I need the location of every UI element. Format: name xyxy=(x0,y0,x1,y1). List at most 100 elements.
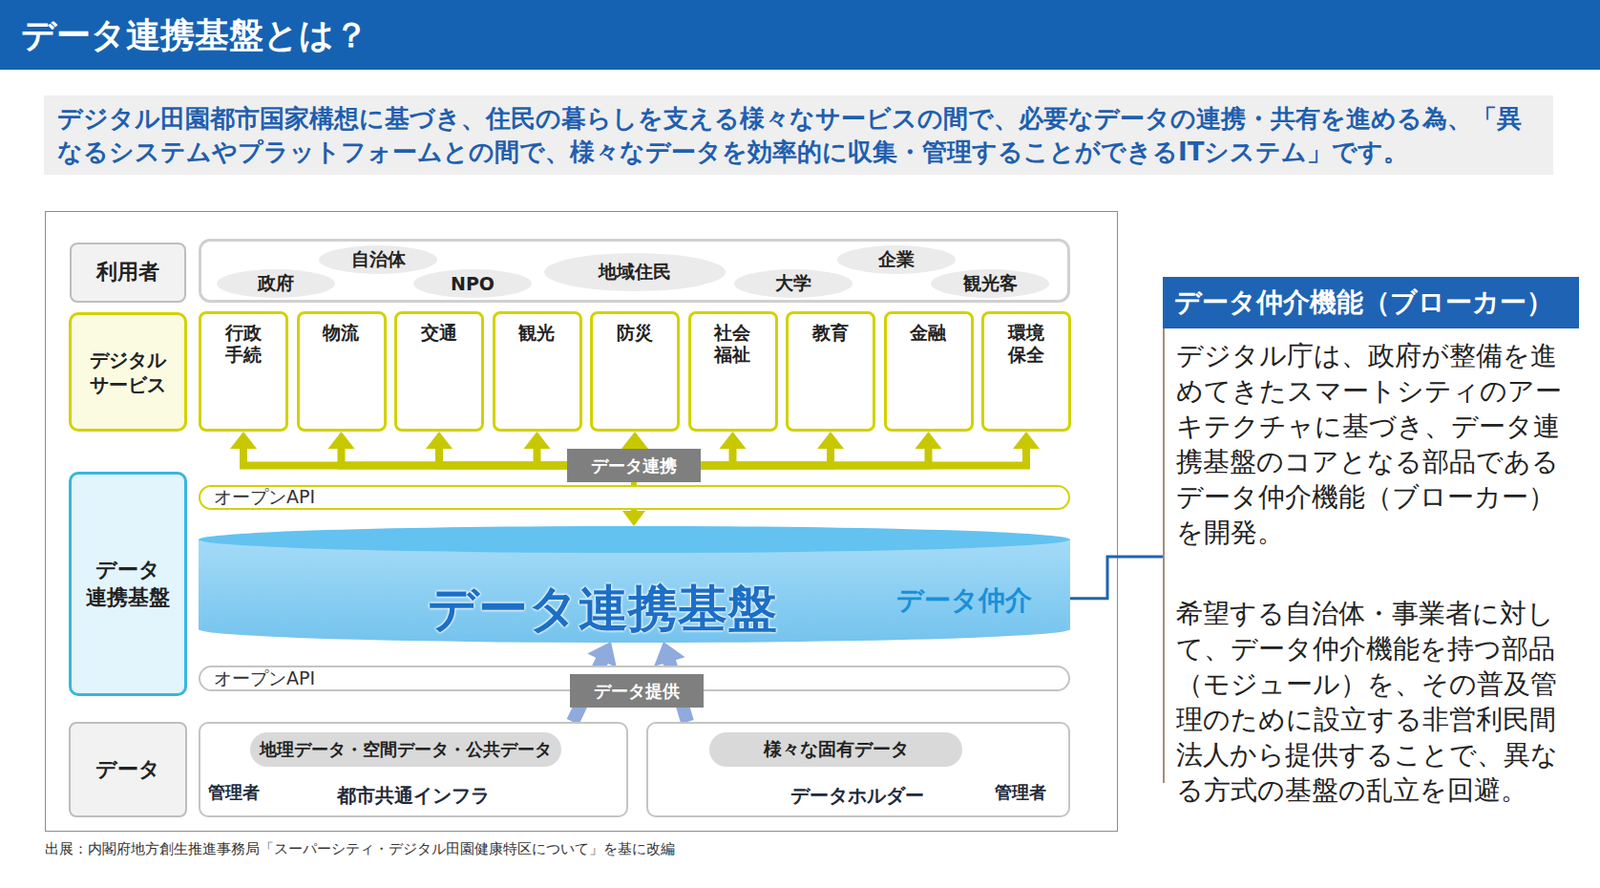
callout-box: データ仲介機能（ブローカー） デジタル庁は、政府が整備を進めてきたスマートシティの… xyxy=(1162,276,1579,783)
arrow-head xyxy=(230,431,257,449)
connector xyxy=(700,431,844,466)
callout-heading: データ仲介機能（ブローカー） xyxy=(1162,276,1579,329)
connector xyxy=(700,431,747,466)
node-text: 希望する自治体・事業者に対して、データ仲介機能を持つ部品（モジュール）を、その普… xyxy=(1176,595,1566,808)
arrow-head xyxy=(621,431,649,449)
title-bar: データ連携基盤とは？ xyxy=(0,0,1600,70)
service-box: 交通 xyxy=(394,311,485,432)
user-ellipse: NPO xyxy=(413,269,532,298)
cylinder-top xyxy=(198,526,1071,553)
node-text: 観光 xyxy=(518,321,557,344)
row-label: データ 連携基盤 xyxy=(68,471,188,696)
node-text: 環境 保全 xyxy=(1007,321,1046,366)
lead-box: デジタル田園都市国家構想に基づき、住民の暮らしを支える様々なサービスの間で、必要… xyxy=(43,95,1554,175)
data-pill: 地理データ・空間データ・公共データ xyxy=(250,732,562,767)
node-text: データ 連携基盤 xyxy=(84,556,171,611)
connector-line xyxy=(243,446,568,465)
arrow-head xyxy=(587,641,617,668)
api-band: オープンAPI xyxy=(198,484,1071,510)
arrow-head xyxy=(524,431,551,449)
connector xyxy=(425,431,568,466)
user-ellipse: 地域住民 xyxy=(544,252,726,292)
node-text: 観光客 xyxy=(963,271,1018,296)
node-text: 地域住民 xyxy=(598,259,672,285)
callout-rule xyxy=(1162,328,1165,783)
node-text: 物流 xyxy=(322,321,361,344)
node-text: 管理者 xyxy=(208,780,260,804)
user-ellipse: 大学 xyxy=(734,269,853,298)
node-text: データホルダー xyxy=(790,782,925,809)
node-text: デジタル田園都市国家構想に基づき、住民の暮らしを支える様々なサービスの間で、必要… xyxy=(43,102,1554,169)
connector xyxy=(524,431,569,466)
connector-line xyxy=(341,446,569,465)
platform-cylinder: データ連携基盤 データ仲介 xyxy=(198,526,1071,645)
node-text: 行政 手続 xyxy=(224,321,263,366)
user-ellipse: 自治体 xyxy=(318,245,438,274)
arrow-head xyxy=(653,641,686,667)
connector-line xyxy=(439,446,568,465)
arrow-head xyxy=(719,431,747,449)
page-title: データ連携基盤とは？ xyxy=(21,0,369,70)
node-text: データ xyxy=(84,756,171,784)
service-box: 社会 福祉 xyxy=(688,311,779,432)
user-ellipse: 企業 xyxy=(837,245,956,274)
node-text: 大学 xyxy=(775,271,812,296)
connector-line xyxy=(700,446,1027,465)
arrow-head xyxy=(425,431,453,449)
node-text: 防災 xyxy=(615,321,654,344)
row-label: 利用者 xyxy=(69,242,187,303)
node-text: 金融 xyxy=(909,321,948,344)
flow-label: データ提供 xyxy=(569,673,704,708)
user-ellipse: 政府 xyxy=(216,269,336,298)
arrow-head xyxy=(915,431,943,449)
flow-label: データ連携 xyxy=(567,448,701,483)
service-box: 防災 xyxy=(589,311,680,432)
connector xyxy=(700,431,1040,466)
service-box: 物流 xyxy=(296,311,387,432)
node-text: 地理データ・空間データ・公共データ xyxy=(259,737,552,761)
connector-line xyxy=(1070,556,1163,599)
node-text: 社会 福祉 xyxy=(714,321,753,366)
arrow-head xyxy=(1012,431,1040,449)
node-text: デジタル サービス xyxy=(88,347,168,398)
node-text: 交通 xyxy=(420,321,459,344)
node-text: デジタル庁は、政府が整備を進めてきたスマートシティのアーキテクチャに基づき、デー… xyxy=(1176,337,1566,550)
node-text: 教育 xyxy=(811,321,850,344)
node-text: 自治体 xyxy=(351,247,406,273)
data-source-box: 管理者 都市共通インフラ 地理データ・空間データ・公共データ xyxy=(198,721,629,818)
node-text: NPO xyxy=(450,273,495,295)
node-text: 管理者 xyxy=(994,780,1047,804)
node-text: 都市共通インフラ xyxy=(336,782,490,809)
node-text: データ提供 xyxy=(593,679,680,703)
node-text: 政府 xyxy=(257,271,295,296)
node-text: 利用者 xyxy=(84,258,171,287)
connector xyxy=(700,431,943,466)
data-source-box: データホルダー 管理者 様々な固有データ xyxy=(646,721,1071,818)
data-pill: 様々な固有データ xyxy=(709,732,963,767)
connector-line xyxy=(537,446,569,465)
service-box: 環境 保全 xyxy=(981,311,1072,432)
node-text: データ連携 xyxy=(590,454,677,478)
node-text: 企業 xyxy=(878,247,915,273)
arrow-head xyxy=(328,431,356,449)
user-ellipse: 観光客 xyxy=(930,269,1050,298)
service-box: 観光 xyxy=(492,311,583,432)
arrow-head xyxy=(622,510,646,527)
node-text: オープンAPI xyxy=(213,666,316,692)
node-text: オープンAPI xyxy=(213,484,316,510)
connector xyxy=(230,431,568,466)
service-box: 教育 xyxy=(785,311,876,432)
node-text: データ連携基盤 xyxy=(427,575,778,643)
node-text: データ仲介 xyxy=(896,582,1032,619)
connector xyxy=(621,431,649,449)
row-label: データ xyxy=(68,721,188,818)
caption: 出展：内閣府地方創生推進事務局「スーパーシティ・デジタル田園健康特区について」を… xyxy=(44,840,675,859)
connector xyxy=(328,431,569,466)
node-text: 様々な固有データ xyxy=(763,736,909,762)
service-box: 金融 xyxy=(884,311,974,432)
service-box: 行政 手続 xyxy=(198,311,289,432)
connector xyxy=(1070,556,1163,599)
row-label: デジタル サービス xyxy=(68,312,188,432)
arrow-head xyxy=(817,431,844,449)
